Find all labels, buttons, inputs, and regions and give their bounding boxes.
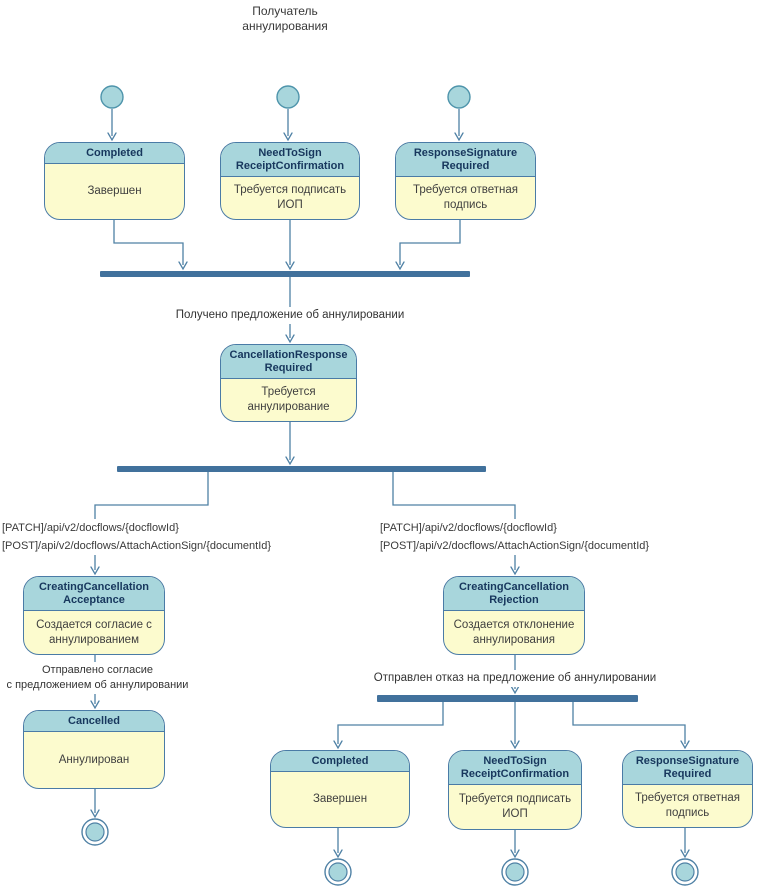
state-subtitle: Требуется ответная подпись xyxy=(635,792,740,819)
state-title: CancellationResponse Required xyxy=(221,345,356,379)
state-title: Completed xyxy=(271,751,409,772)
state-title: CreatingCancellation Rejection xyxy=(444,577,584,611)
state-creatingcancellation-acceptance: CreatingCancellation Acceptance Создаетс… xyxy=(23,576,165,655)
state-subtitle: Создается отклонение аннулирования xyxy=(453,618,575,646)
state-subtitle: Требуется подписать ИОП xyxy=(233,184,347,211)
state-responsesignature-top: ResponseSignature Required Требуется отв… xyxy=(395,142,536,220)
state-title: Completed xyxy=(45,143,184,164)
state-title: NeedToSign ReceiptConfirmation xyxy=(449,751,581,785)
fork-bar-middle xyxy=(117,466,486,472)
api-label-post: [POST]/api/v2/docflows/AttachActionSign/… xyxy=(380,540,650,552)
transition-label-sent-agreement: Отправлено согласие с предложением об ан… xyxy=(0,662,195,694)
state-subtitle: Создается согласие с аннулированием xyxy=(36,618,152,646)
state-subtitle: Требуется аннулирование xyxy=(247,386,330,413)
state-completed-bottom: Completed Завершен xyxy=(270,750,410,828)
api-labels-left: [PATCH]/api/v2/docflows/{docflowId} [POS… xyxy=(2,519,272,555)
final-state-icon-core xyxy=(675,862,695,882)
api-label-post: [POST]/api/v2/docflows/AttachActionSign/… xyxy=(2,540,272,552)
join-bar-top xyxy=(100,271,470,277)
state-subtitle: Требуется ответная подпись xyxy=(413,184,518,211)
state-subtitle: Требуется подписать ИОП xyxy=(458,793,572,820)
state-needtosign-top: NeedToSign ReceiptConfirmation Требуется… xyxy=(220,142,360,220)
final-state-icon-core xyxy=(328,862,348,882)
state-title: NeedToSign ReceiptConfirmation xyxy=(221,143,359,177)
fork-bar-bottom xyxy=(377,695,638,702)
sent-agreement-line1: Отправлено согласие xyxy=(42,664,153,676)
state-subtitle: Аннулирован xyxy=(58,753,130,766)
initial-state-icon xyxy=(100,85,124,109)
state-subtitle: Завершен xyxy=(312,793,368,805)
transition-label-received-proposal: Получено предложение об аннулировании xyxy=(160,307,420,324)
sent-agreement-line2: с предложением об аннулировании xyxy=(6,679,189,691)
state-needtosign-bottom: NeedToSign ReceiptConfirmation Требуется… xyxy=(448,750,582,830)
state-title: CreatingCancellation Acceptance xyxy=(24,577,164,611)
final-state-icon-core xyxy=(85,822,105,842)
initial-state-icon xyxy=(447,85,471,109)
state-responsesignature-bottom: ResponseSignature Required Требуется отв… xyxy=(622,750,753,828)
diagram-title-line1: Получатель xyxy=(252,4,318,18)
state-completed-top: Completed Завершен xyxy=(44,142,185,220)
state-subtitle: Завершен xyxy=(87,185,142,197)
state-title: Cancelled xyxy=(24,711,164,732)
state-title: ResponseSignature Required xyxy=(396,143,535,177)
diagram-title-line2: аннулирования xyxy=(242,19,328,33)
api-labels-right: [PATCH]/api/v2/docflows/{docflowId} [POS… xyxy=(380,519,650,555)
diagram-title: Получатель аннулирования xyxy=(185,4,385,34)
api-label-patch: [PATCH]/api/v2/docflows/{docflowId} xyxy=(380,522,557,534)
initial-state-icon xyxy=(276,85,300,109)
state-cancellationresponse-required: CancellationResponse Required Требуется … xyxy=(220,344,357,422)
final-state-icon-core xyxy=(505,862,525,882)
api-label-patch: [PATCH]/api/v2/docflows/{docflowId} xyxy=(2,522,179,534)
transition-label-sent-rejection: Отправлен отказ на предложение об аннули… xyxy=(365,670,665,687)
state-creatingcancellation-rejection: CreatingCancellation Rejection Создается… xyxy=(443,576,585,655)
state-title: ResponseSignature Required xyxy=(623,751,752,785)
state-cancelled: Cancelled Аннулирован xyxy=(23,710,165,789)
